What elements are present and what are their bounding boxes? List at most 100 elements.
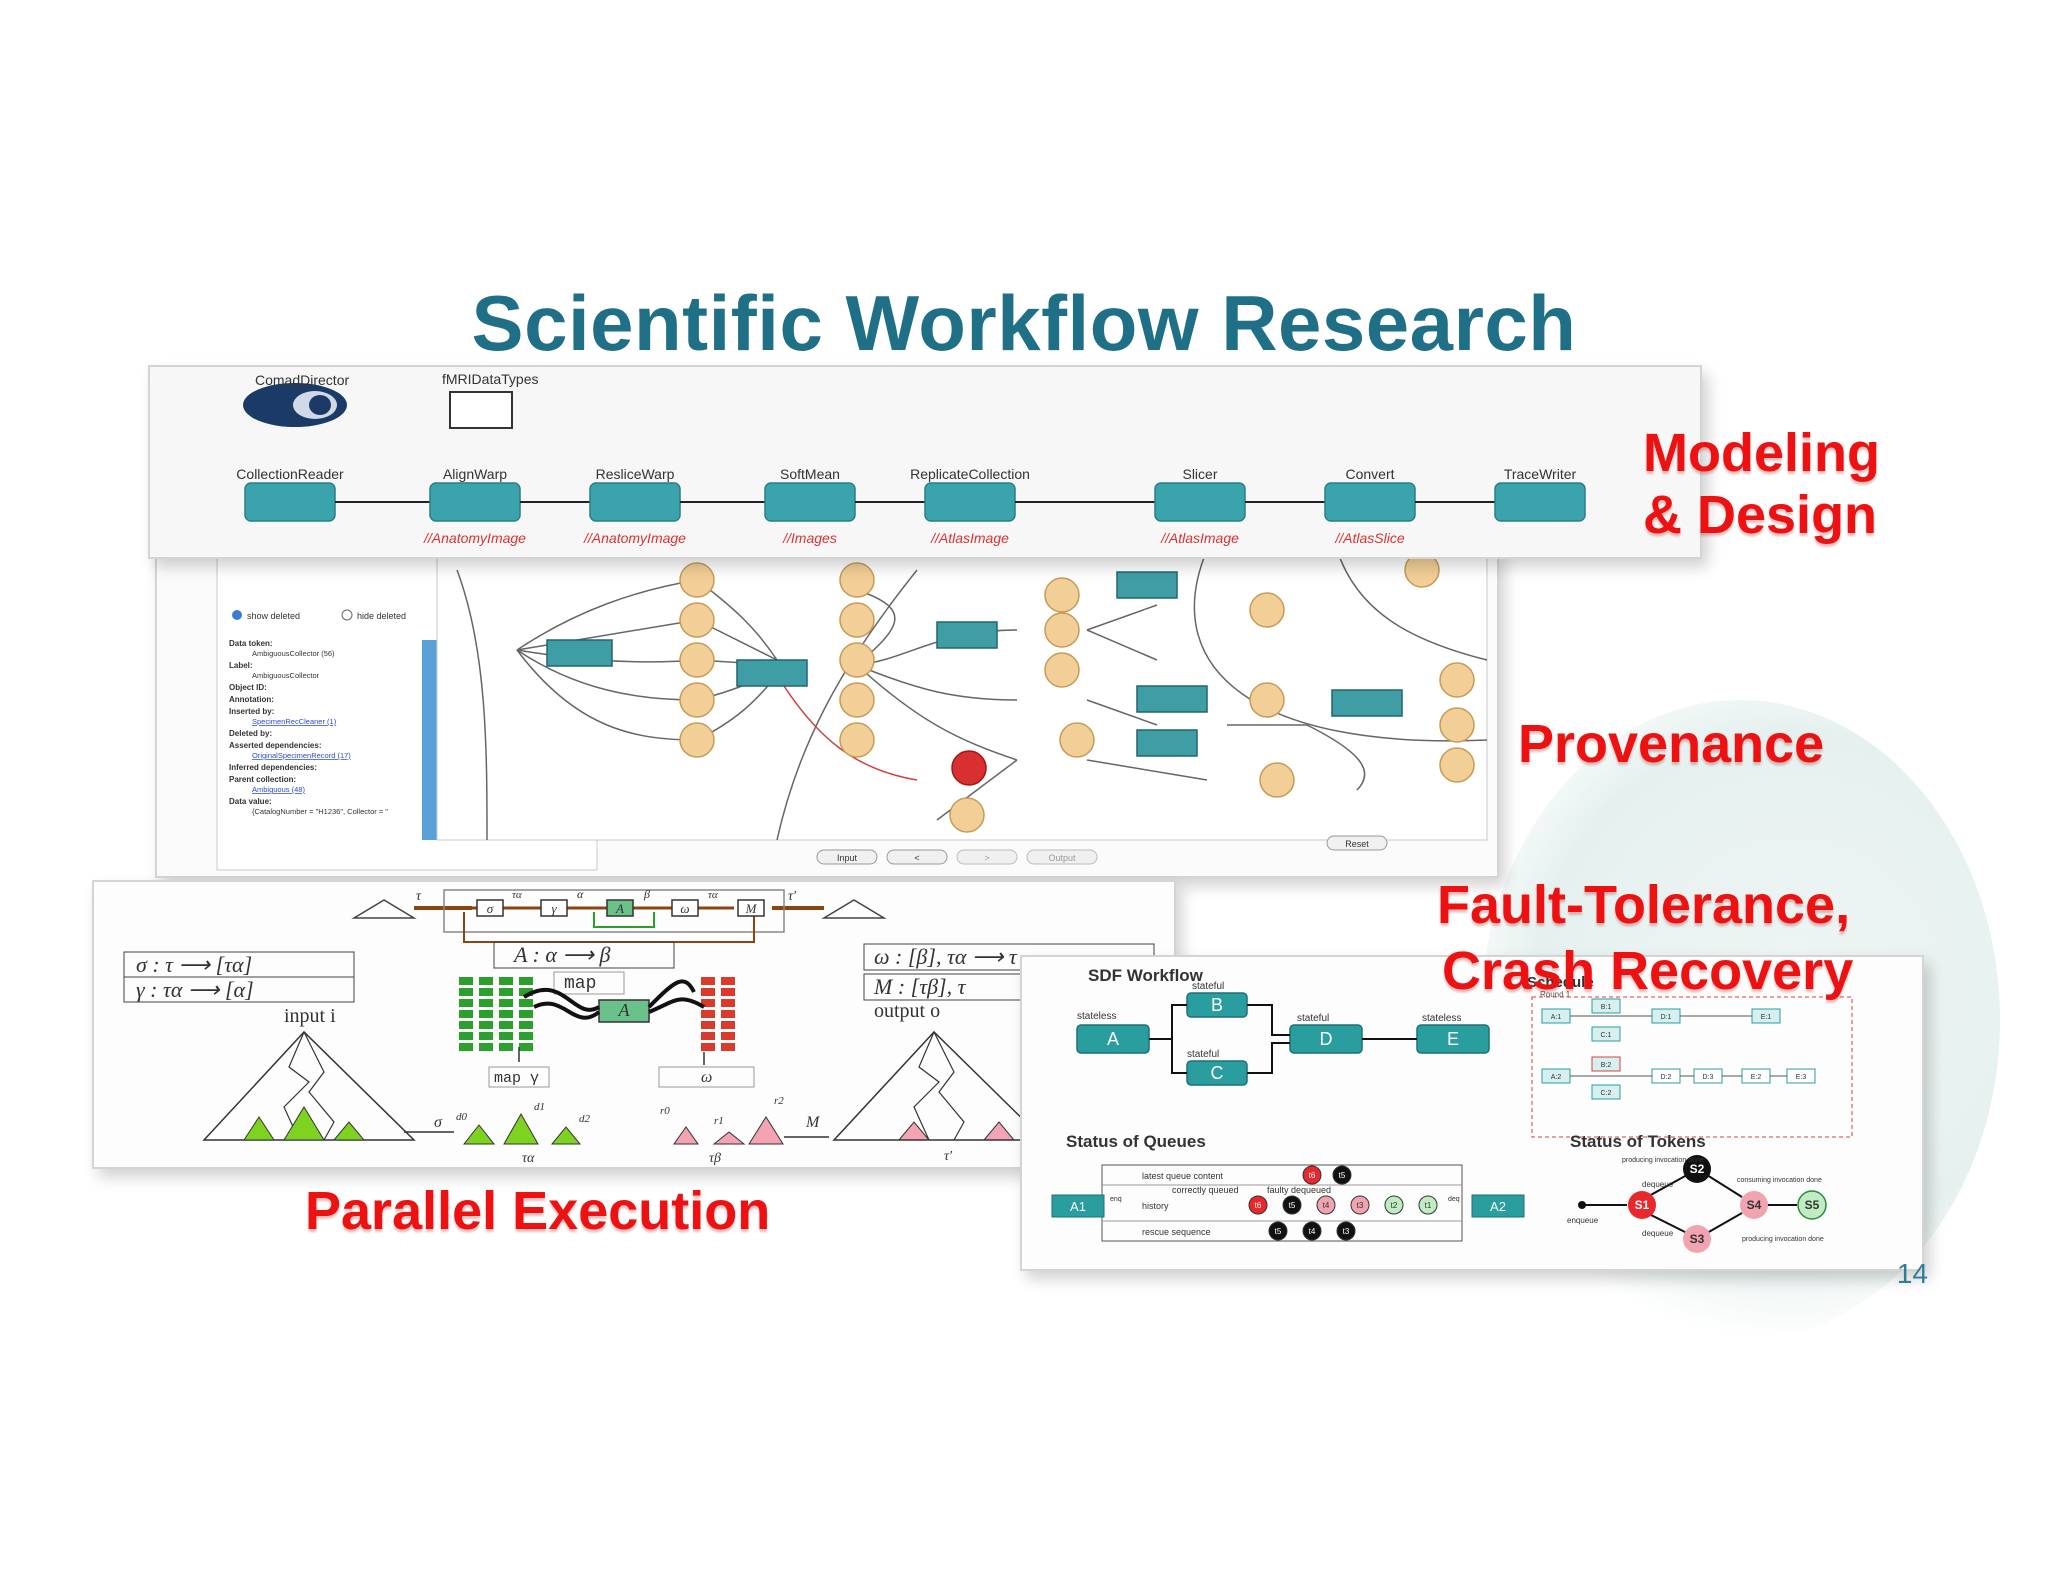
actor-box[interactable]	[429, 482, 521, 522]
d-stateful: stateful	[1297, 1013, 1329, 1024]
schedule-box-label: A:1	[1551, 1014, 1562, 1021]
datatypes-box[interactable]	[449, 391, 513, 429]
queue-token	[1248, 1195, 1268, 1215]
m-signature: M : [τβ], τ	[873, 974, 967, 999]
field-key: Label:	[229, 661, 253, 670]
schedule-box-label: B:2	[1601, 1062, 1612, 1069]
actor-stage: Input Data	[253, 556, 327, 557]
show-deleted-radio[interactable]	[232, 610, 242, 620]
map-label: map	[564, 974, 596, 994]
input-token-grid	[459, 977, 533, 1051]
input-token	[479, 1010, 493, 1018]
actor-box[interactable]	[764, 482, 856, 522]
schedule-box	[1591, 1056, 1621, 1072]
actor-box[interactable]	[589, 482, 681, 522]
a1-box: A1	[1070, 1199, 1086, 1214]
field-link[interactable]: Ambiguous (48)	[252, 785, 305, 794]
state-s5: S5	[1805, 1198, 1820, 1212]
schedule-title: Schedule	[1527, 974, 1594, 991]
input-button[interactable]: Input	[837, 853, 858, 863]
actor-box[interactable]	[1494, 482, 1586, 522]
modeling-line2: & Design	[1643, 485, 1878, 545]
parallel-execution-label: Parallel Execution	[305, 1181, 771, 1241]
provenance-fields: Data token:AmbiguousCollector (56)Label:…	[229, 639, 388, 816]
input-token	[499, 1010, 513, 1018]
queue-token	[1384, 1195, 1404, 1215]
actor-stage: Stage 5	[1342, 556, 1397, 557]
provenance-label: Provenance	[1518, 714, 1825, 774]
top-alpha: α	[577, 887, 584, 901]
omega-signature: ω : [β], τα ⟶ τ	[874, 944, 1018, 969]
producing-done-top: producing invocation done	[1622, 1157, 1704, 1164]
input-token	[459, 977, 473, 985]
actor-name: CollectionReader	[236, 466, 344, 482]
scrollbar[interactable]	[422, 640, 440, 840]
queue-token-label: t3	[1343, 1227, 1350, 1236]
d2-label: d2	[579, 1113, 591, 1125]
field-key: Data value:	[229, 797, 272, 806]
tokens-title: Status of Tokens	[1570, 1132, 1706, 1151]
schedule-box-label: D:3	[1703, 1074, 1714, 1081]
tree-m: M	[805, 1114, 821, 1131]
actor-box[interactable]	[1324, 482, 1416, 522]
queue-token	[1336, 1221, 1356, 1241]
actor-box[interactable]	[924, 482, 1016, 522]
actor-scope: //AtlasImage	[930, 530, 1009, 546]
input-token	[479, 988, 493, 996]
director-label: ComadDirector	[255, 372, 349, 388]
producing-done-bottom: producing invocation done	[1742, 1236, 1824, 1243]
reset-button[interactable]: Reset	[1345, 839, 1369, 849]
state-s1: S1	[1635, 1198, 1650, 1212]
input-token	[459, 1043, 473, 1051]
input-token	[479, 1032, 493, 1040]
queue-token	[1332, 1165, 1352, 1185]
schedule-box-label: E:1	[1761, 1014, 1772, 1021]
actor-name: SoftMean	[780, 466, 840, 482]
provenance-graph: Data token:AmbiguousCollector (56)Label:…	[216, 549, 1488, 871]
gamma-signature: γ : τα ⟶ [α]	[136, 977, 254, 1002]
sdf-node-e: E	[1447, 1029, 1459, 1049]
queue-token-label: t5	[1339, 1171, 1346, 1180]
queue-token-label: t4	[1323, 1201, 1330, 1210]
field-link[interactable]: OriginalSpecimenRecord (17)	[252, 751, 351, 760]
queue-token	[1302, 1221, 1322, 1241]
actor-name: Convert	[1345, 466, 1394, 482]
actor-box[interactable]	[1154, 482, 1246, 522]
r2-label: r2	[774, 1095, 784, 1107]
field-key: Data token:	[229, 639, 273, 648]
pipeline-node: M	[745, 901, 758, 916]
input-token	[499, 1032, 513, 1040]
field-value: AmbiguousCollector	[252, 671, 320, 680]
bottom-tau-beta: τβ	[709, 1151, 721, 1166]
output-token	[721, 988, 735, 996]
input-token	[459, 1032, 473, 1040]
actor-name: ResliceWarp	[596, 466, 675, 482]
actor-box[interactable]	[244, 482, 336, 522]
d1-label: d1	[534, 1101, 545, 1113]
input-token	[519, 1021, 533, 1029]
next-button[interactable]: >	[984, 853, 989, 863]
enqueue-label: enqueue	[1567, 1216, 1599, 1225]
queue-token	[1316, 1195, 1336, 1215]
datatypes-label: fMRIDataTypes	[442, 371, 538, 387]
hide-deleted-radio[interactable]	[341, 609, 353, 621]
schedule-box-label: E:2	[1751, 1074, 1762, 1081]
latest-queue-label: latest queue content	[1142, 1171, 1224, 1181]
queue-token-label: t3	[1357, 1201, 1364, 1210]
output-token	[701, 999, 715, 1007]
actor-stage: Stage 3	[782, 556, 837, 557]
input-label: input i	[284, 1005, 336, 1027]
r1-label: r1	[714, 1115, 724, 1127]
dequeue-label-bottom: dequeue	[1642, 1229, 1674, 1238]
schedule-box	[1591, 998, 1621, 1014]
field-key: Inferred dependencies:	[229, 763, 317, 772]
prev-button[interactable]: <	[914, 853, 919, 863]
provenance-nav[interactable]	[816, 835, 1388, 865]
output-button[interactable]: Output	[1048, 853, 1076, 863]
actor-scope: //Images	[782, 530, 837, 546]
actor-scope: //AnatomyImage	[583, 530, 686, 546]
input-token	[499, 999, 513, 1007]
field-link[interactable]: SpecimenRecCleaner (1)	[252, 717, 337, 726]
